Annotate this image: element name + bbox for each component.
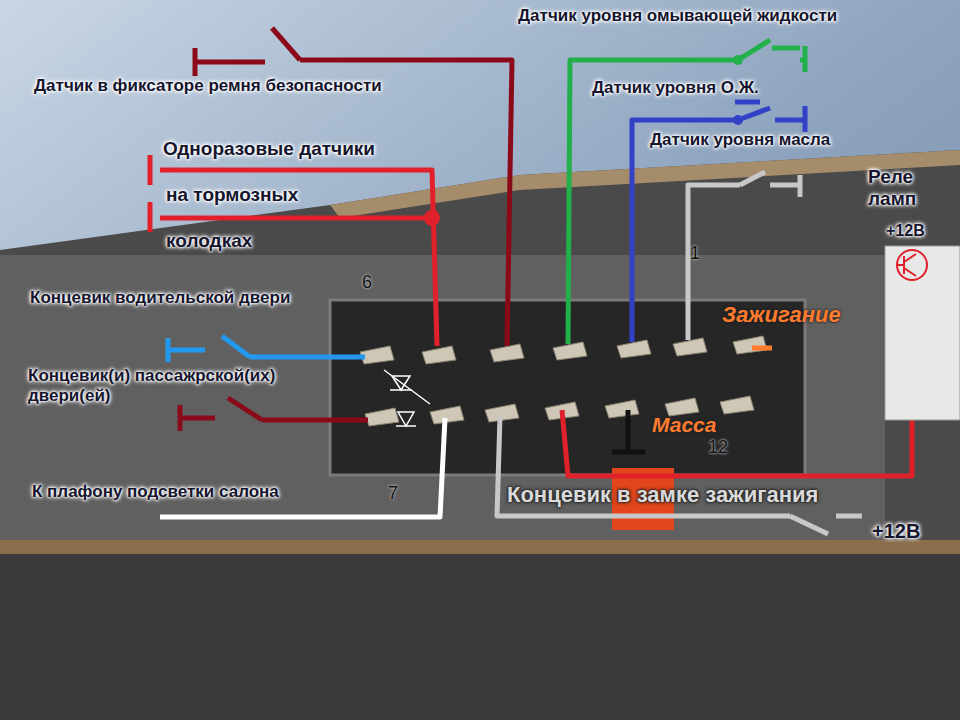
pin (360, 346, 394, 364)
transistor-symbol (904, 254, 916, 262)
transistor-symbol (897, 250, 927, 280)
pin (673, 338, 707, 356)
voltage-label: +12В (872, 520, 920, 543)
ground-bar (193, 48, 198, 76)
pin (617, 340, 651, 358)
wire-label: К плафону подсветки салона (32, 482, 279, 502)
wire (168, 348, 205, 353)
pin (720, 396, 754, 414)
ground-bar (178, 405, 183, 431)
pin-number: 6 (362, 272, 372, 293)
ground-bar (803, 106, 808, 132)
sensor-label: Датчик уровня О.Ж. (592, 78, 759, 98)
switch-contact (836, 514, 862, 519)
wire (752, 346, 772, 351)
wire (180, 416, 215, 421)
relay (885, 246, 960, 420)
voltage-label: +12В (886, 222, 925, 240)
switch-lever (272, 28, 300, 60)
relay-label: Реле ламп (868, 166, 940, 210)
switch-label: Концевик водительской двери (30, 288, 300, 308)
wire (160, 170, 437, 346)
pin-number: 7 (388, 483, 398, 504)
sensor-label: Датчик в фиксаторе ремня безопасности (34, 76, 382, 96)
switch-label: Концевик в замке зажигания (507, 482, 818, 507)
switch-lever (222, 336, 250, 357)
relay-label (885, 246, 960, 420)
signal-label: Зажигание (722, 302, 841, 327)
wire (626, 410, 631, 452)
wire (160, 418, 445, 517)
sensor-label: на тормозных (166, 184, 298, 206)
wire (300, 60, 512, 346)
wire (262, 418, 368, 423)
diode-symbol (390, 389, 412, 391)
diode-symbol (384, 370, 430, 404)
sensor-label: Одноразовые датчики (163, 138, 375, 160)
transistor-symbol (904, 268, 916, 276)
felt-strip (330, 150, 960, 218)
switch-lever (740, 172, 765, 185)
connector-housing (0, 255, 885, 540)
sensor-mark (148, 202, 153, 232)
sensor-mark (148, 155, 153, 185)
transistor-symbol (896, 264, 904, 266)
sensor-label: колодках (166, 230, 252, 252)
switch-label: Концевик(и) пассажрской(их) двери(ей) (28, 366, 348, 405)
wire (160, 216, 432, 221)
switch-contact (772, 46, 800, 51)
sensor-mark (735, 100, 760, 105)
pin (733, 336, 767, 354)
pin (605, 400, 639, 418)
pin-number: 1 (690, 243, 700, 264)
switch-lever (790, 516, 828, 534)
pin (490, 344, 524, 362)
diode-symbol (396, 425, 416, 427)
switch-contact (770, 183, 800, 188)
signal-label: Масса (652, 413, 716, 437)
wire (195, 60, 265, 65)
wire (250, 355, 365, 360)
wire (562, 282, 912, 476)
pin (365, 408, 399, 426)
ground-bar (798, 175, 803, 197)
sensor-label: Датчик уровня масла (650, 130, 830, 150)
wires (150, 28, 912, 534)
sensor-label: Датчик уровня омывающей жидкости (518, 6, 837, 26)
pin-number: 12 (708, 437, 728, 458)
diode-symbol (398, 412, 414, 426)
dashboard-lower (0, 554, 960, 720)
switch-lever (738, 40, 770, 60)
switch-contact (775, 118, 805, 123)
ground-bar (803, 46, 808, 72)
felt-strip (0, 540, 960, 554)
ground-bar (166, 338, 171, 362)
ground-bar (612, 450, 645, 455)
switch-lever (738, 108, 770, 120)
switch-lever (228, 398, 262, 420)
junction-dot (424, 210, 440, 226)
pin (422, 346, 456, 364)
wire (568, 60, 738, 344)
pin (553, 342, 587, 360)
dashboard-panel (0, 150, 960, 720)
diode-symbols (384, 370, 430, 426)
